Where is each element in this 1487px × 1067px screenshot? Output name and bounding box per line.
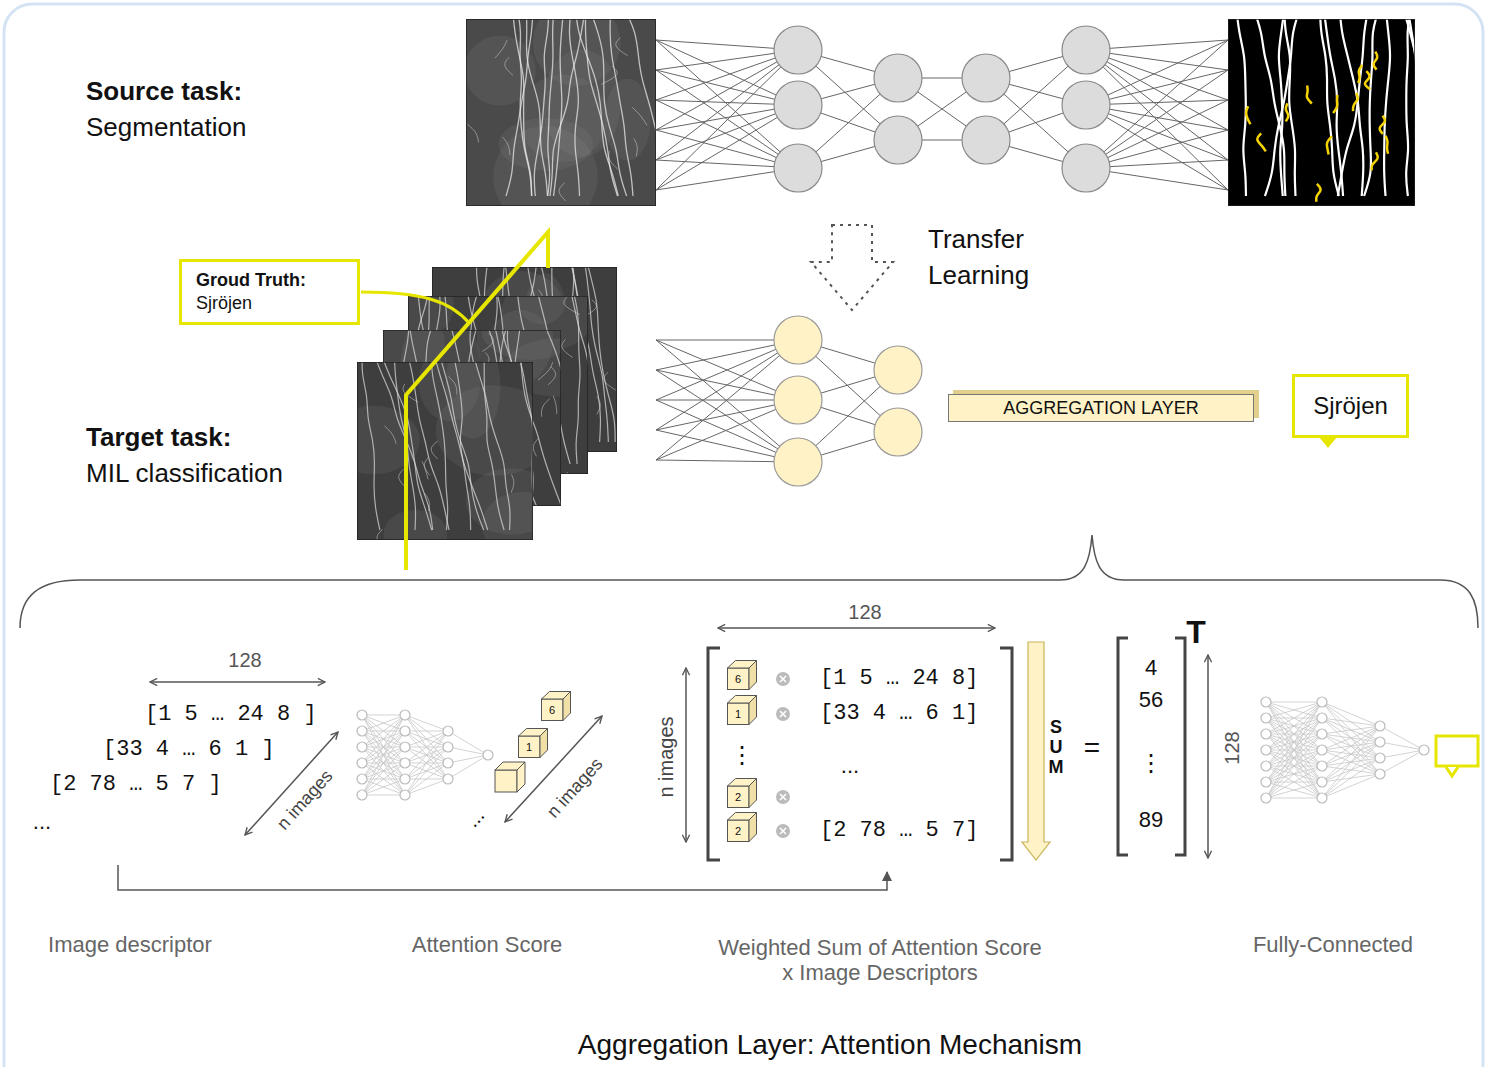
cube-number: 1 [727, 703, 749, 725]
callout-heading: Groud Truth: [196, 269, 306, 292]
cube-shape [541, 691, 571, 721]
cube-number: 2 [727, 820, 749, 842]
ellipsis: ⋮ [1139, 749, 1163, 777]
attention-network [357, 710, 493, 800]
weight-cube: 2 [727, 812, 757, 842]
weight-cube: 2 [727, 778, 757, 808]
transfer-arrow [811, 225, 893, 310]
output-class-box: Sjröjen [1292, 374, 1409, 438]
step-label: Image descriptor [48, 932, 212, 957]
dimension-label: n images [273, 766, 337, 834]
cube-shape [727, 660, 757, 690]
attention-cube: 1 [518, 728, 548, 758]
segmentation-network [656, 26, 1228, 192]
microscopy-images [326, 0, 1448, 558]
dimension-label: n images [543, 754, 607, 822]
aggregation-layer-box: AGGREGATION LAYER [948, 394, 1254, 422]
nerve-image [466, 19, 656, 206]
step-label: Weighted Sum of Attention Score x Image … [715, 935, 1045, 986]
step-label: Fully-Connected [1253, 932, 1413, 957]
cube-number: 1 [518, 736, 540, 758]
frame [4, 4, 1483, 1067]
dimension-label: 128 [848, 601, 881, 624]
dimension-label: 128 [228, 649, 261, 672]
transpose-mark: T [1186, 614, 1206, 651]
cube-shape [727, 695, 757, 725]
brace [20, 535, 1478, 628]
vector-row: [33 4 … 6 1 ] [103, 737, 275, 762]
output-bubble [1436, 736, 1478, 776]
nerve-image [357, 362, 533, 540]
task-heading: Source task: [86, 77, 242, 107]
matrix-row: [33 4 … 6 1] [820, 701, 978, 726]
box-text: AGGREGATION LAYER [1003, 398, 1198, 419]
ellipsis: ⋮ [730, 741, 754, 769]
ellipsis: ... [33, 809, 51, 834]
ellipsis: ... [461, 804, 489, 832]
vector-entry: 4 [1145, 655, 1157, 680]
equals-sign: = [1084, 732, 1100, 764]
cube-shape [727, 778, 757, 808]
task-name: MIL classification [86, 459, 283, 489]
box-text: Sjröjen [1313, 392, 1388, 420]
empty-cube [495, 762, 525, 792]
nerve-image [383, 330, 561, 506]
transfer-label: Transfer Learning [928, 222, 1078, 294]
vector-row: [2 78 … 5 7 ] [50, 772, 222, 797]
weight-cube: 6 [727, 660, 757, 690]
dimension-label: n images [655, 716, 678, 797]
cube-number: 6 [541, 699, 563, 721]
step-label: Attention Score [412, 932, 562, 957]
multiply-symbols [776, 672, 790, 838]
ground-truth-callout: Groud Truth:Sjröjen [179, 259, 360, 325]
matrix-row: [2 78 … 5 7] [820, 818, 978, 843]
sum-label: SUM [1047, 718, 1065, 777]
classification-network [656, 316, 922, 486]
fully-connected-network [1261, 697, 1429, 803]
dimension-label: 128 [1221, 731, 1244, 764]
neural-networks [357, 26, 1429, 803]
caption: Aggregation Layer: Attention Mechanism [578, 1029, 1082, 1061]
attention-cube: 6 [541, 691, 571, 721]
matrix-row: [1 5 … 24 8] [820, 666, 978, 691]
yellow-slice-plane [361, 232, 548, 570]
segmentation-mask [1228, 19, 1415, 206]
cube-shape [518, 728, 548, 758]
cube-number: 2 [727, 786, 749, 808]
vector-entry: 89 [1139, 807, 1163, 832]
ellipsis: ... [841, 753, 859, 778]
task-heading: Target task: [86, 423, 231, 453]
box-text: Sjröjen [196, 292, 252, 315]
dimension-arrows [150, 628, 1208, 858]
weight-cube: 1 [727, 695, 757, 725]
vector-entry: 56 [1139, 687, 1163, 712]
task-name: Segmentation [86, 113, 246, 143]
sum-arrow [1022, 642, 1050, 860]
skip-arrow [118, 865, 887, 890]
cube-shape [727, 812, 757, 842]
cube-number: 6 [727, 668, 749, 690]
vector-row: [1 5 … 24 8 ] [145, 702, 317, 727]
matrix-brackets [708, 638, 1185, 860]
